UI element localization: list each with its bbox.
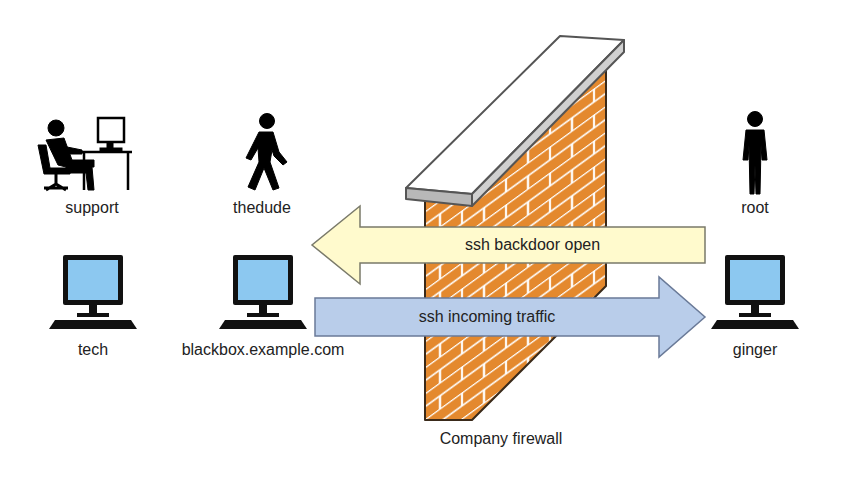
keyboard bbox=[49, 320, 137, 329]
monitor-base bbox=[739, 313, 771, 317]
person-label: support bbox=[65, 199, 118, 217]
flow-arrow bbox=[312, 206, 705, 284]
monitor-frame bbox=[233, 255, 293, 305]
root-person-icon bbox=[743, 112, 767, 195]
thedude-person-icon bbox=[246, 114, 287, 191]
person-label: root bbox=[741, 199, 769, 217]
support-person-icon bbox=[38, 118, 132, 190]
computer-icon bbox=[45, 253, 141, 333]
monitor-base bbox=[77, 313, 109, 317]
person-label: thedude bbox=[233, 199, 291, 217]
firewall-label: Company firewall bbox=[440, 430, 563, 448]
computer-icon bbox=[218, 253, 308, 333]
monitor-stand bbox=[259, 305, 267, 313]
monitor-base bbox=[247, 313, 279, 317]
arrow-label: ssh incoming traffic bbox=[419, 308, 556, 326]
monitor-stand bbox=[89, 305, 97, 313]
monitor-screen bbox=[730, 260, 780, 300]
monitor-screen bbox=[68, 260, 118, 300]
computer-node: tech bbox=[45, 253, 141, 333]
computer-node: blackbox.example.com bbox=[218, 253, 308, 333]
monitor-stand bbox=[751, 305, 759, 313]
computer-label: blackbox.example.com bbox=[182, 341, 345, 359]
arrow-label: ssh backdoor open bbox=[465, 236, 600, 254]
monitor-frame bbox=[63, 255, 123, 305]
keyboard bbox=[219, 320, 307, 329]
computer-label: ginger bbox=[733, 341, 777, 359]
flow-arrow bbox=[315, 277, 705, 357]
monitor-frame bbox=[725, 255, 785, 305]
monitor-screen bbox=[238, 260, 288, 300]
computer-icon bbox=[708, 253, 802, 333]
keyboard bbox=[711, 320, 799, 329]
computer-label: tech bbox=[78, 341, 108, 359]
computer-node: ginger bbox=[708, 253, 802, 333]
